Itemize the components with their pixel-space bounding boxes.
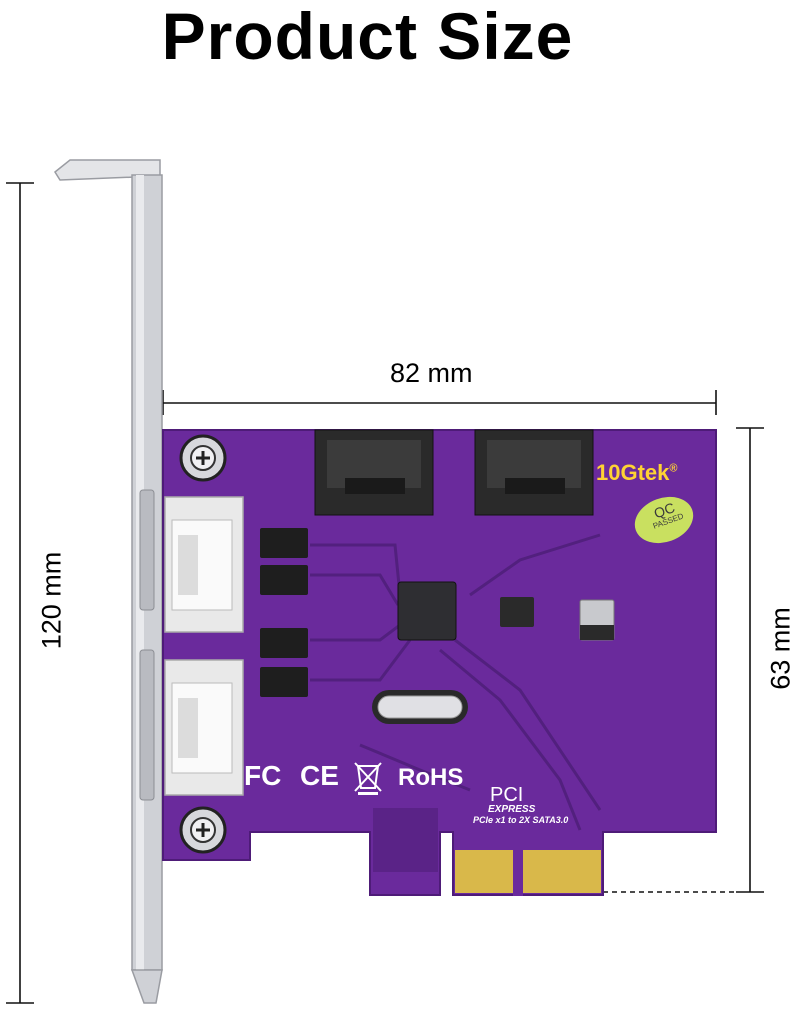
esata-port-bottom bbox=[164, 659, 244, 796]
fc-mark: FC bbox=[244, 760, 282, 791]
bracket-tab bbox=[373, 808, 438, 872]
sata-connector-right bbox=[474, 429, 594, 516]
ce-mark: CE bbox=[300, 760, 339, 791]
brand-logo: 10Gtek® bbox=[596, 460, 678, 486]
width-dimension-label: 82 mm bbox=[390, 358, 473, 388]
esata-port-top bbox=[164, 496, 244, 633]
mounting-hole-top bbox=[179, 434, 227, 482]
page-title: Product Size bbox=[161, 0, 574, 73]
dimension-lines bbox=[6, 182, 764, 1004]
model-text: PCIe x1 to 2X SATA3.0 bbox=[473, 815, 569, 825]
registered-mark: ® bbox=[669, 462, 678, 475]
pci-express-logo: EXPRESS bbox=[488, 804, 536, 815]
secondary-chip bbox=[500, 597, 534, 627]
pcb-board bbox=[162, 429, 717, 896]
mounting-hole-bottom bbox=[179, 806, 227, 854]
pci-logo: PCI bbox=[490, 784, 524, 806]
sata-connector-left bbox=[314, 429, 434, 516]
qc-badge bbox=[634, 496, 694, 544]
crystal-oscillator bbox=[372, 690, 468, 724]
pcie-gold-fingers bbox=[455, 830, 601, 896]
controller-chip bbox=[397, 581, 457, 641]
jumper-headers bbox=[260, 528, 308, 697]
metal-bracket bbox=[54, 159, 163, 1004]
weee-bin-icon bbox=[352, 760, 384, 795]
rohs-mark: RoHS bbox=[398, 764, 464, 791]
brand-name: 10Gtek bbox=[596, 460, 670, 485]
regulator-chip bbox=[579, 599, 615, 641]
